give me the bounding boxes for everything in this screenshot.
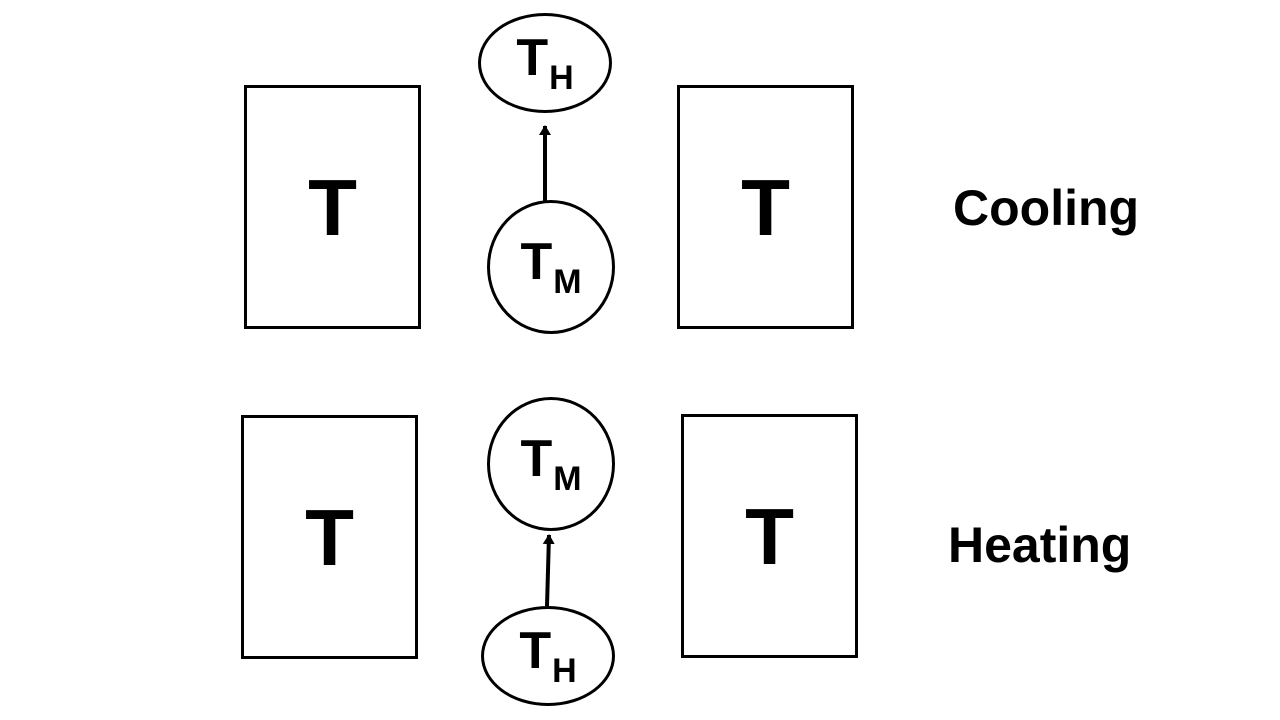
heating-right-box-label: T xyxy=(745,492,794,581)
cooling-left-box: T xyxy=(244,85,421,329)
cooling-top-node-label: TH xyxy=(516,32,573,95)
cooling-top-node-sub: H xyxy=(549,58,574,97)
cooling-right-box-label: T xyxy=(741,163,790,252)
heating-left-box-label: T xyxy=(305,493,354,582)
cooling-label: Cooling xyxy=(953,180,1140,236)
cooling-bottom-node: TM xyxy=(487,200,615,334)
cooling-bottom-node-sub: M xyxy=(553,262,582,301)
cooling-top-node: TH xyxy=(478,13,612,113)
cooling-right-box: T xyxy=(677,85,854,329)
heating-bottom-node-label: TH xyxy=(519,625,576,688)
heating-left-box: T xyxy=(241,415,418,659)
heating-top-node-label: TM xyxy=(520,433,581,496)
cooling-bottom-node-main: T xyxy=(520,232,553,291)
cooling-top-node-main: T xyxy=(516,28,549,87)
cooling-bottom-node-label: TM xyxy=(520,236,581,299)
heating-top-node-sub: M xyxy=(553,459,582,498)
heating-bottom-node-sub: H xyxy=(552,651,577,690)
heating-label: Heating xyxy=(948,517,1132,573)
heating-top-node: TM xyxy=(487,397,615,531)
cooling-left-box-label: T xyxy=(308,163,357,252)
heating-top-node-main: T xyxy=(520,429,553,488)
heating-arrow xyxy=(542,534,555,607)
heating-bottom-node: TH xyxy=(481,606,615,706)
heating-bottom-node-main: T xyxy=(519,621,552,680)
heating-right-box: T xyxy=(681,414,858,658)
